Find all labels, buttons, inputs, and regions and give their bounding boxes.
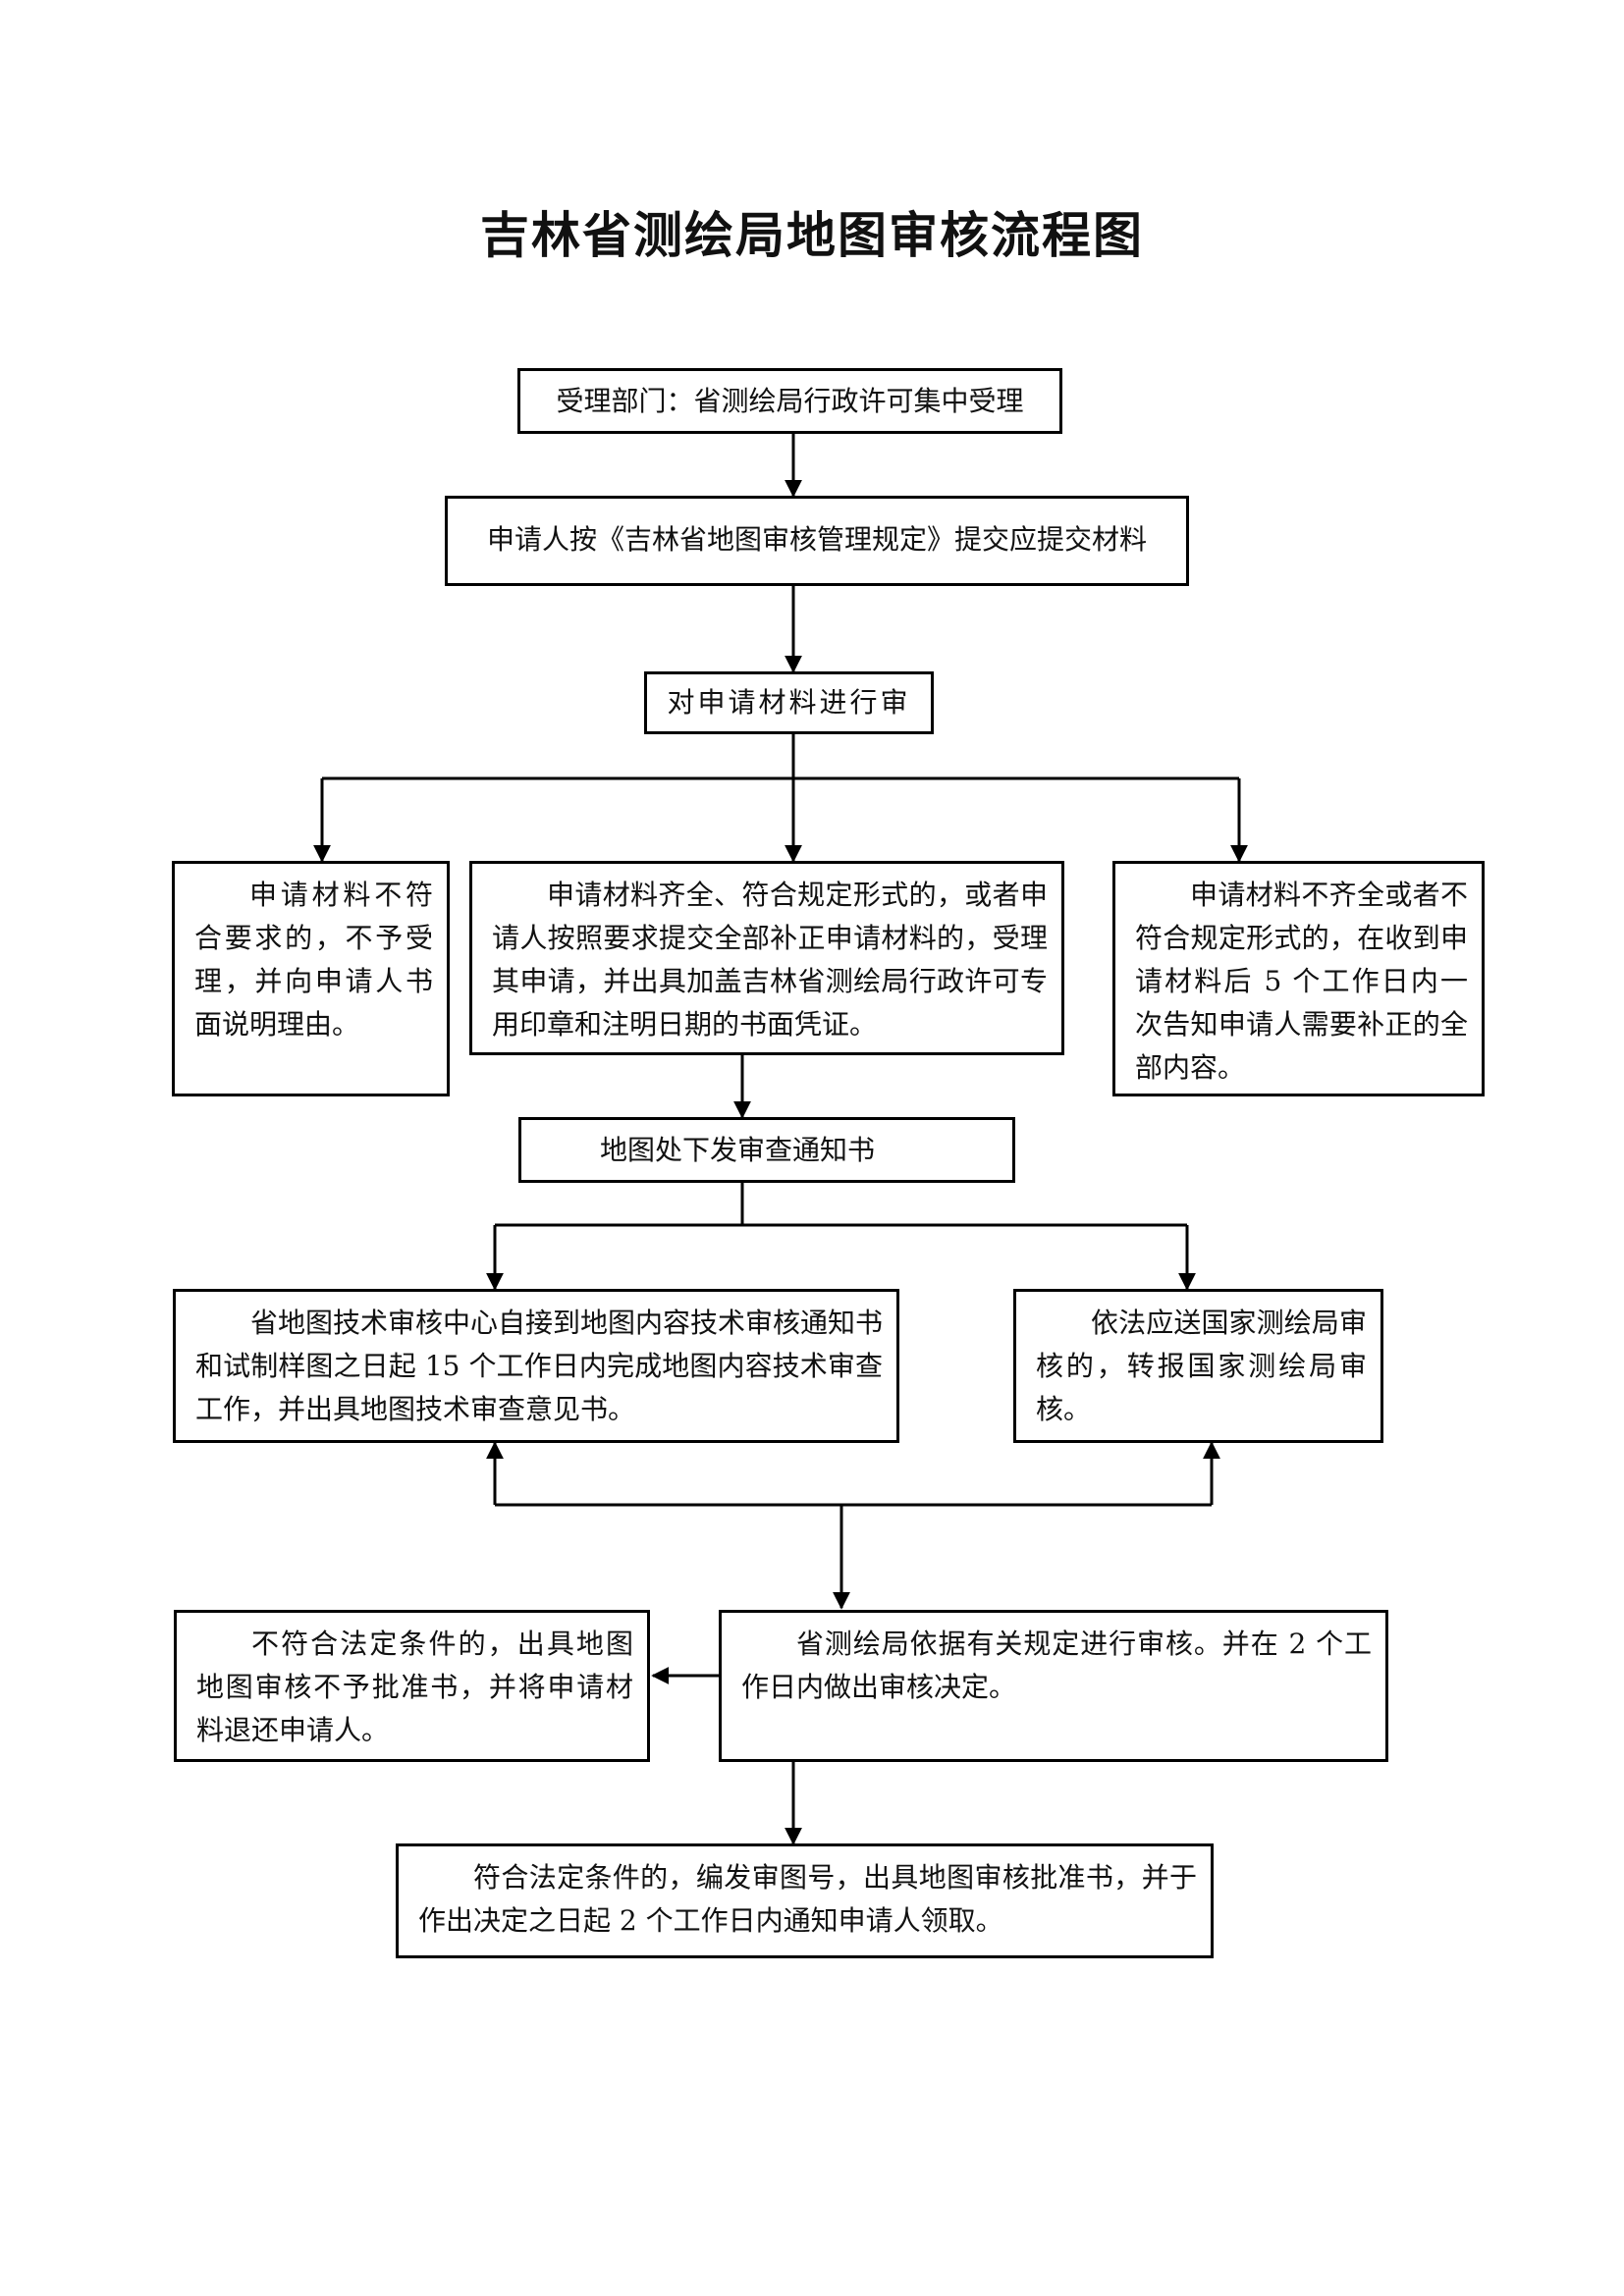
node-accept-department: 受理部门：省测绘局行政许可集中受理 (517, 368, 1062, 434)
node-issue-notice: 地图处下发审查通知书 (518, 1117, 1015, 1183)
node-approved-text: 符合法定条件的，编发审图号，出具地图审核批准书，并于作出决定之日起 2 个工作日… (418, 1861, 1197, 1937)
node-issue-notice-text: 地图处下发审查通知书 (600, 1133, 876, 1166)
node-national-review: 依法应送国家测绘局审核的，转报国家测绘局审核。 (1013, 1289, 1383, 1443)
node-bureau-review: 省测绘局依据有关规定进行审核。并在 2 个工作日内做出审核决定。 (719, 1610, 1388, 1762)
node-supplement-right-text: 申请材料不齐全或者不符合规定形式的，在收到申请材料后 5 个工作日内一次告知申请… (1135, 879, 1468, 1084)
node-national-review-text: 依法应送国家测绘局审核的，转报国家测绘局审核。 (1036, 1307, 1367, 1425)
node-accept-mid-text: 申请材料齐全、符合规定形式的，或者申请人按照要求提交全部补正申请材料的，受理其申… (492, 879, 1048, 1041)
node-review-materials: 对申请材料进行审 (644, 671, 934, 734)
node-reject-left: 申请材料不符合要求的，不予受理，并向申请人书面说明理由。 (172, 861, 450, 1096)
page-title: 吉林省测绘局地图审核流程图 (480, 207, 1144, 264)
node-not-approved: 不符合法定条件的，出具地图地图审核不予批准书，并将申请材料退还申请人。 (174, 1610, 650, 1762)
node-submit-materials: 申请人按《吉林省地图审核管理规定》提交应提交材料 (445, 496, 1189, 586)
node-not-approved-text: 不符合法定条件的，出具地图地图审核不予批准书，并将申请材料退还申请人。 (196, 1628, 633, 1746)
node-tech-review-text: 省地图技术审核中心自接到地图内容技术审核通知书和试制样图之日起 15 个工作日内… (195, 1307, 884, 1425)
node-accept-mid: 申请材料齐全、符合规定形式的，或者申请人按照要求提交全部补正申请材料的，受理其申… (469, 861, 1064, 1055)
node-approved: 符合法定条件的，编发审图号，出具地图审核批准书，并于作出决定之日起 2 个工作日… (396, 1843, 1214, 1958)
node-accept-department-text: 受理部门：省测绘局行政许可集中受理 (556, 384, 1024, 417)
node-supplement-right: 申请材料不齐全或者不符合规定形式的，在收到申请材料后 5 个工作日内一次告知申请… (1112, 861, 1485, 1096)
node-submit-materials-text: 申请人按《吉林省地图审核管理规定》提交应提交材料 (486, 523, 1147, 556)
node-reject-left-text: 申请材料不符合要求的，不予受理，并向申请人书面说明理由。 (194, 879, 433, 1041)
node-review-materials-text: 对申请材料进行审 (667, 686, 911, 719)
node-tech-review: 省地图技术审核中心自接到地图内容技术审核通知书和试制样图之日起 15 个工作日内… (173, 1289, 899, 1443)
node-bureau-review-text: 省测绘局依据有关规定进行审核。并在 2 个工作日内做出审核决定。 (741, 1628, 1372, 1703)
